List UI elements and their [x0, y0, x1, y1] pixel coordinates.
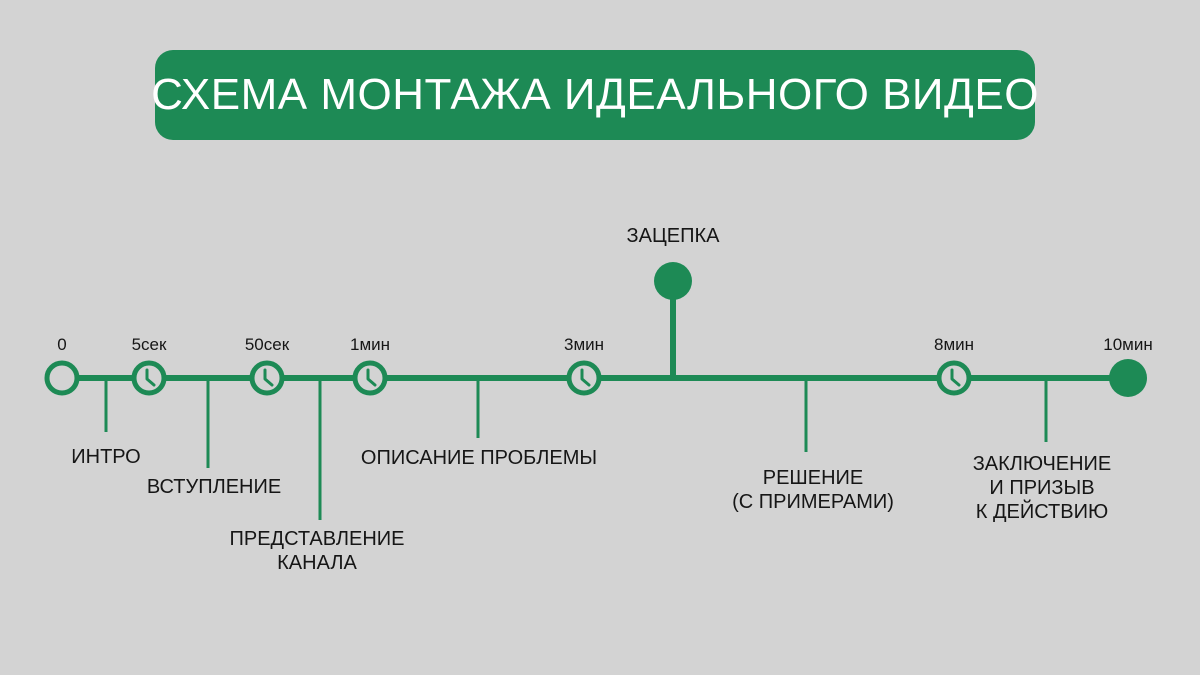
- diagram-title: СХЕМА МОНТАЖА ИДЕАЛЬНОГО ВИДЕО: [151, 70, 1039, 119]
- hook-label: ЗАЦЕПКА: [626, 225, 720, 247]
- time-label: 5сек: [131, 335, 167, 354]
- time-label: 10мин: [1103, 335, 1153, 354]
- time-label: 3мин: [563, 335, 605, 354]
- segment-label-vstuplenie: ВСТУПЛЕНИЕ: [146, 476, 282, 498]
- segment-label-solution: РЕШЕНИЕ (С ПРИМЕРАМИ): [732, 467, 894, 513]
- clock-icon: [566, 360, 602, 396]
- clock-icon: [936, 360, 972, 396]
- end-marker: [1109, 359, 1147, 397]
- hook-marker: [654, 262, 692, 300]
- clock-icon: [249, 360, 285, 396]
- segment-label-intro: ИНТРО: [71, 446, 141, 468]
- time-label: 0: [57, 335, 67, 354]
- time-label: 50сек: [244, 335, 290, 354]
- time-label: 8мин: [933, 335, 975, 354]
- segment-label-channel: ПРЕДСТАВЛЕНИЕ КАНАЛА: [229, 528, 405, 574]
- start-marker: [44, 360, 80, 396]
- clock-icon: [352, 360, 388, 396]
- time-label: 1мин: [349, 335, 391, 354]
- clock-icon: [131, 360, 167, 396]
- title-banner: СХЕМА МОНТАЖА ИДЕАЛЬНОГО ВИДЕО: [151, 50, 1038, 140]
- segment-label-conclusion: ЗАКЛЮЧЕНИЕ И ПРИЗЫВ К ДЕЙСТВИЮ: [972, 453, 1112, 523]
- segment-label-problem: ОПИСАНИЕ ПРОБЛЕМЫ: [360, 447, 598, 469]
